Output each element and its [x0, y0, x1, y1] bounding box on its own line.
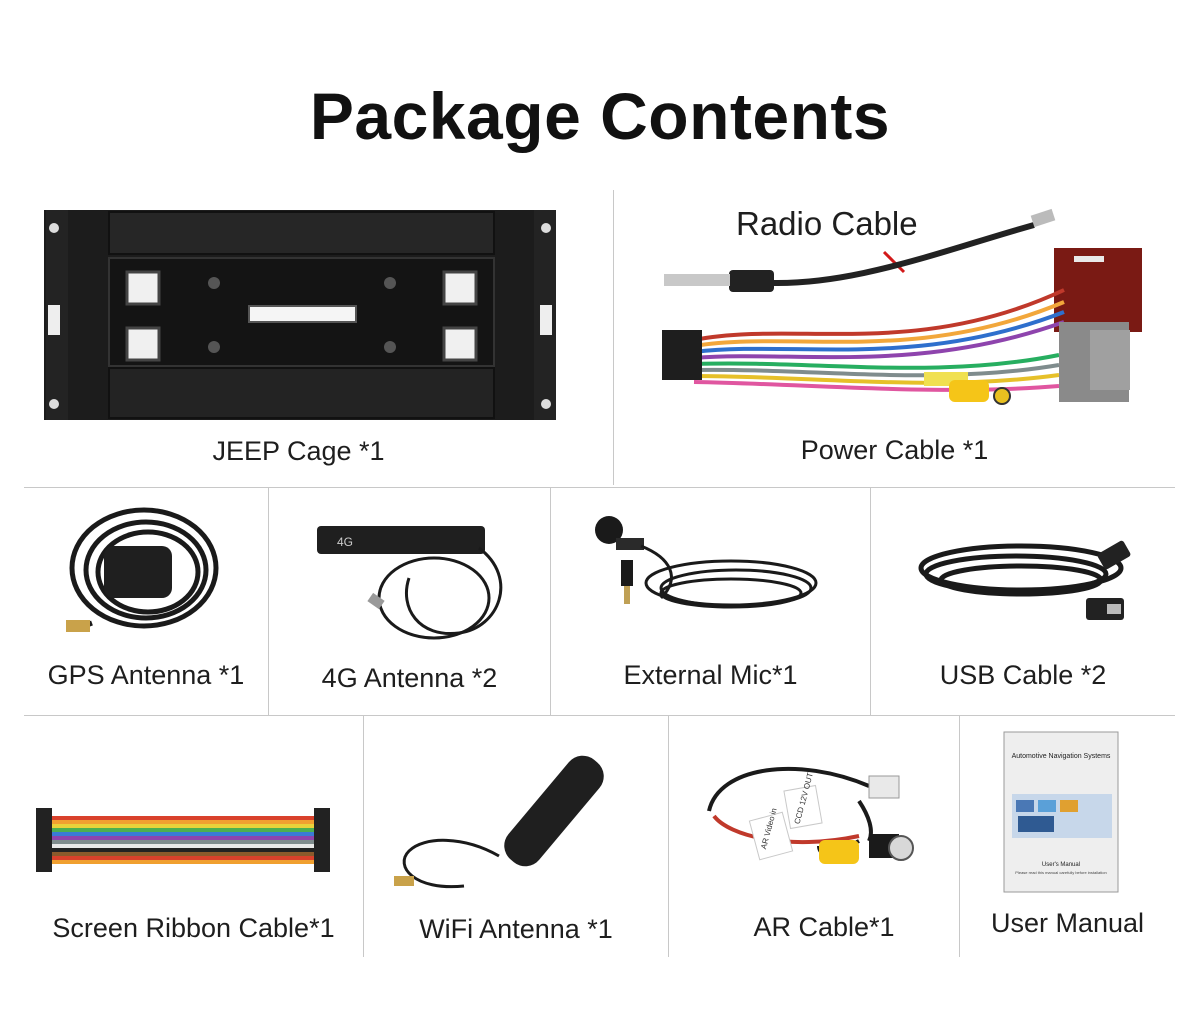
- item-label: WiFi Antenna *1: [419, 914, 613, 944]
- ar-cable-image: AR Video in CCD 12V OUT: [707, 766, 914, 864]
- item-label: GPS Antenna *1: [47, 660, 245, 690]
- divider-vertical: [870, 487, 871, 715]
- item-usb-cable: USB Cable *2: [871, 488, 1175, 715]
- jeep-cage-image: [44, 210, 556, 420]
- item-user-manual: Automotive Navigation Systems User's Man…: [960, 716, 1175, 957]
- item-4g-antenna: 4G 4G Antenna *2: [269, 488, 550, 715]
- item-label: USB Cable *2: [939, 660, 1107, 690]
- item-wifi-antenna: WiFi Antenna *1: [364, 716, 668, 957]
- radio-cable-callout: Radio Cable: [736, 205, 918, 242]
- item-jeep-cage: JEEP Cage *1: [24, 190, 613, 487]
- page-title: Package Contents: [309, 79, 891, 153]
- item-label: 4G Antenna *2: [321, 663, 498, 693]
- wifi-antenna-image: [394, 755, 604, 889]
- 4g-antenna-image: 4G: [317, 526, 503, 640]
- divider-vertical: [668, 715, 669, 957]
- item-external-mic: External Mic*1: [551, 488, 870, 715]
- manual-title: Automotive Navigation Systems: [1012, 753, 1111, 760]
- divider-vertical: [550, 487, 551, 715]
- manual-subtitle: User's Manual: [1042, 862, 1080, 868]
- item-label: User Manual: [990, 908, 1145, 938]
- usb-cable-image: [918, 540, 1131, 620]
- item-screen-ribbon-cable: Screen Ribbon Cable*1: [24, 716, 363, 957]
- divider-horizontal: [24, 487, 1175, 488]
- item-ar-cable: AR Video in CCD 12V OUT AR Cable*1: [669, 716, 959, 957]
- divider-vertical: [613, 190, 614, 485]
- 4g-mark: 4G: [337, 535, 353, 549]
- item-label: JEEP Cage *1: [212, 436, 385, 466]
- item-label: Power Cable *1: [800, 435, 989, 465]
- item-gps-antenna: GPS Antenna *1: [24, 488, 268, 715]
- divider-vertical: [363, 715, 364, 957]
- gps-antenna-image: [66, 507, 219, 632]
- item-power-cable: Radio Cable Power Cable *1: [614, 190, 1175, 487]
- divider-vertical: [959, 715, 960, 957]
- divider-horizontal: [24, 715, 1175, 716]
- user-manual-image: Automotive Navigation Systems User's Man…: [1003, 731, 1119, 893]
- power-cable-image: [662, 208, 1142, 405]
- ribbon-cable-image: [36, 808, 330, 872]
- external-mic-image: [595, 516, 818, 609]
- divider-vertical: [268, 487, 269, 715]
- item-label: Screen Ribbon Cable*1: [52, 913, 335, 943]
- item-label: External Mic*1: [623, 660, 798, 690]
- item-label: AR Cable*1: [753, 912, 895, 942]
- manual-note: Please read this manual carefully before…: [1015, 870, 1106, 875]
